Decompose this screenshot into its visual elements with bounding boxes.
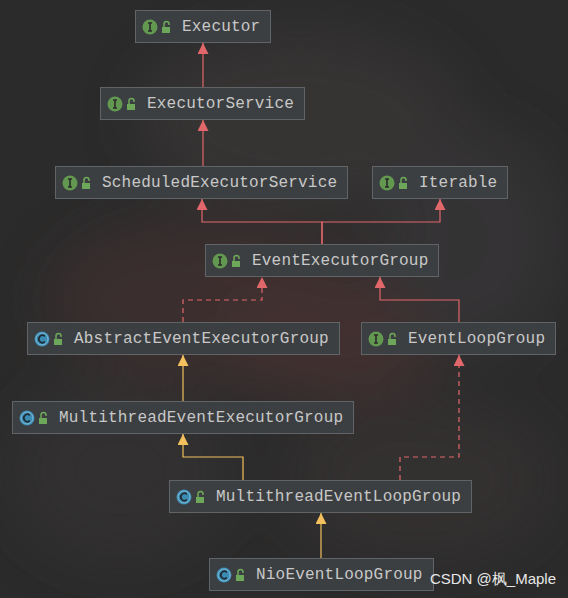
- interface-icon: [62, 174, 96, 192]
- extends-arrow: [183, 434, 243, 480]
- interface-extends-arrow: [380, 277, 459, 322]
- class-icon: [19, 409, 53, 427]
- implements-arrow: [400, 355, 459, 480]
- class-name: MultithreadEventExecutorGroup: [59, 409, 343, 427]
- class-name: Iterable: [419, 174, 497, 192]
- interface-extends-arrow: [202, 199, 322, 244]
- extends-arrow: [320, 513, 321, 558]
- class-name: AbstractEventExecutorGroup: [74, 330, 329, 348]
- interface-icon: [379, 174, 413, 192]
- interface-extends-arrow: [322, 199, 440, 244]
- interface-box: EventExecutorGroup: [205, 244, 439, 277]
- watermark: CSDN @枫_Maple: [430, 570, 556, 589]
- class-name: Executor: [182, 18, 260, 36]
- interface-box: EventLoopGroup: [361, 322, 556, 355]
- class-box: MultithreadEventExecutorGroup: [12, 401, 354, 434]
- implements-arrow: [183, 277, 262, 322]
- class-name: EventLoopGroup: [408, 330, 545, 348]
- class-name: MultithreadEventLoopGroup: [216, 488, 461, 506]
- interface-box: Executor: [135, 10, 271, 43]
- class-name: ScheduledExecutorService: [102, 174, 337, 192]
- class-icon: [34, 330, 68, 348]
- class-icon: [216, 566, 250, 584]
- class-box: NioEventLoopGroup: [209, 558, 434, 591]
- interface-extends-arrow: [202, 43, 203, 87]
- interface-box: ScheduledExecutorService: [55, 166, 348, 199]
- interface-icon: [142, 18, 176, 36]
- interface-icon: [107, 95, 141, 113]
- class-icon: [176, 488, 210, 506]
- extends-arrow: [182, 355, 183, 401]
- class-box: MultithreadEventLoopGroup: [169, 480, 472, 513]
- interface-icon: [368, 330, 402, 348]
- interface-icon: [212, 252, 246, 270]
- class-name: EventExecutorGroup: [252, 252, 428, 270]
- class-name: ExecutorService: [147, 95, 294, 113]
- interface-box: ExecutorService: [100, 87, 305, 120]
- class-name: NioEventLoopGroup: [256, 566, 423, 584]
- interface-extends-arrow: [202, 120, 203, 166]
- class-box: AbstractEventExecutorGroup: [27, 322, 340, 355]
- interface-box: Iterable: [372, 166, 508, 199]
